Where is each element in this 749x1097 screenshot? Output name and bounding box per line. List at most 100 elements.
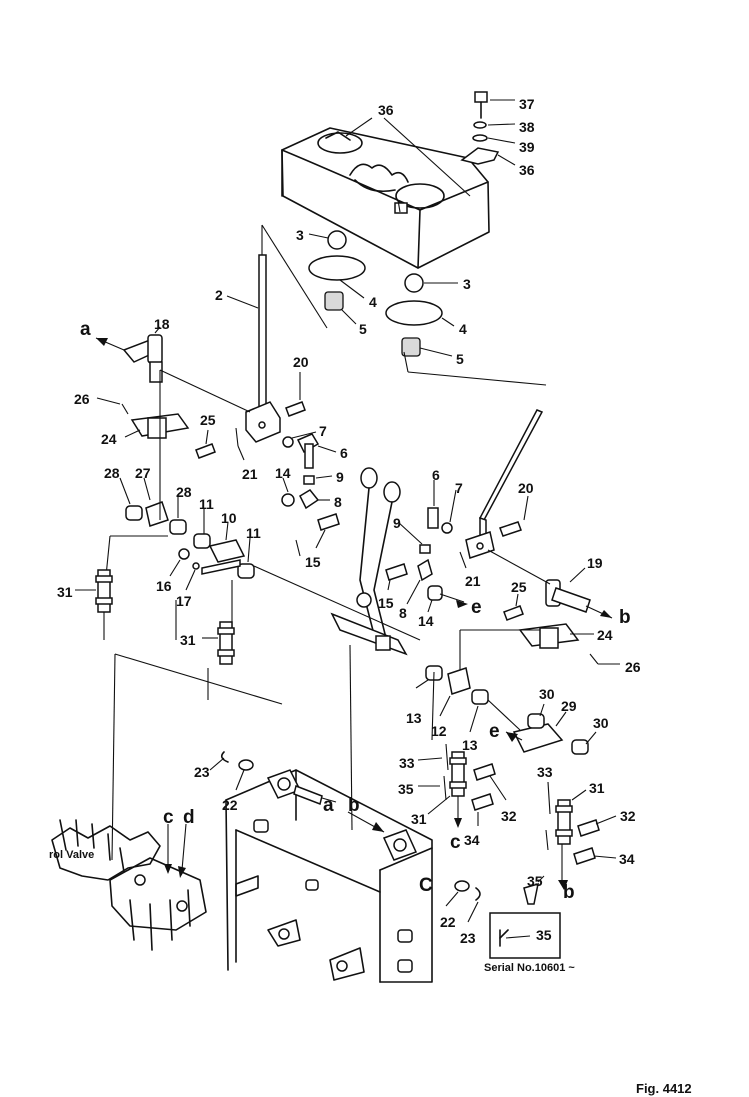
valve-label: rol Valve [49,849,95,861]
callout-c35a: 35 [398,781,414,797]
callout-c34a: 34 [464,832,480,848]
letter-le2: e [489,721,500,742]
callout-c31d: 31 [411,811,427,827]
callout-c8b: 8 [399,605,407,621]
callout-c28b: 28 [176,484,192,500]
right-linkage [415,629,597,755]
callout-c25b: 25 [511,579,527,595]
letter-lb2: b [348,795,360,816]
callout-c14b: 14 [418,613,434,629]
callout-c20a: 20 [293,354,309,370]
lever-right [465,409,544,559]
callout-c30a: 30 [539,686,555,702]
callout-c26a: 26 [74,391,90,407]
callout-c21b: 21 [465,573,481,589]
clevis-31-left [75,569,113,640]
callout-c8a: 8 [334,494,342,510]
rod-ends-left [235,427,340,549]
serial-note: Serial No.10601 ~ [484,962,575,974]
callout-c22a: 22 [222,797,238,813]
callout-c18: 18 [154,316,170,332]
inset-part-number: 35 [536,927,552,943]
callout-c12: 12 [431,723,447,739]
callout-c29: 29 [561,698,577,714]
callout-c36b: 36 [519,162,535,178]
callout-c6a: 6 [340,445,348,461]
callout-c13b: 13 [462,737,478,753]
callout-c10: 10 [221,510,237,526]
callout-c28a: 28 [104,465,120,481]
callout-c32a: 32 [501,808,517,824]
callout-c33b: 33 [537,764,553,780]
letter-la1: a [80,319,91,340]
letter-lc2: c [163,807,174,828]
callout-c21a: 21 [242,466,258,482]
callout-c32b: 32 [620,808,636,824]
pin-18 [95,326,163,383]
callout-c15b: 15 [378,595,394,611]
callout-c26b: 26 [625,659,641,675]
callout-c9a: 9 [336,469,344,485]
callout-c4b: 4 [459,321,467,337]
boot-assembly-left [308,230,366,325]
callout-c27: 27 [135,465,151,481]
letter-la2: a [323,795,334,816]
control-levers-center [330,467,408,656]
callout-c3b: 3 [463,276,471,292]
callout-c3a: 3 [296,227,304,243]
rod-ends-right [385,480,468,613]
callout-c20b: 20 [518,480,534,496]
callout-c33a: 33 [399,755,415,771]
bolt-stack [460,91,516,166]
letter-lc3: C [419,875,433,896]
callout-c5b: 5 [456,351,464,367]
letter-le1: e [471,597,482,618]
callout-c19: 19 [587,555,603,571]
callout-c24b: 24 [597,627,613,643]
callout-c16: 16 [156,578,172,594]
console-cover [281,127,490,269]
callout-c30b: 30 [593,715,609,731]
letter-lb3: b [563,882,575,903]
callout-c7a: 7 [319,423,327,439]
callout-c31c: 31 [589,780,605,796]
letter-ld: d [183,807,195,828]
callout-c23b: 23 [460,930,476,946]
lever-left [226,254,281,443]
callout-c11b: 11 [246,525,261,541]
callout-c35b: 35 [527,873,543,889]
pin-19 [487,549,613,619]
callout-c22b: 22 [440,914,456,930]
callout-c37: 37 [519,96,535,112]
callout-c31b: 31 [180,632,196,648]
callout-c15a: 15 [305,554,321,570]
callout-c36a: 36 [378,102,394,118]
callout-c23a: 23 [194,764,210,780]
control-valve [51,819,207,951]
callout-c24a: 24 [101,431,117,447]
clevis-31-right-a [417,743,507,828]
boot-assembly-right [385,273,458,357]
letter-lb1: b [619,607,631,628]
pivot-right [347,811,481,923]
left-linkage [119,477,255,591]
callout-c13a: 13 [406,710,422,726]
callout-c31a: 31 [57,584,73,600]
callout-c17: 17 [176,593,192,609]
callout-c7b: 7 [455,480,463,496]
callout-c38: 38 [519,119,535,135]
callout-c2: 2 [215,287,223,303]
clevis-31-right-b [523,781,617,905]
bolts-left [195,372,306,459]
callout-c5a: 5 [359,321,367,337]
letter-lc1: c [450,832,461,853]
callout-c11a: 11 [199,496,214,512]
callout-c25a: 25 [200,412,216,428]
callout-c14a: 14 [275,465,291,481]
clevis-31-mid [202,621,235,665]
pivot-left [209,751,337,806]
callout-c34b: 34 [619,851,635,867]
bolt-20-right [499,495,529,537]
